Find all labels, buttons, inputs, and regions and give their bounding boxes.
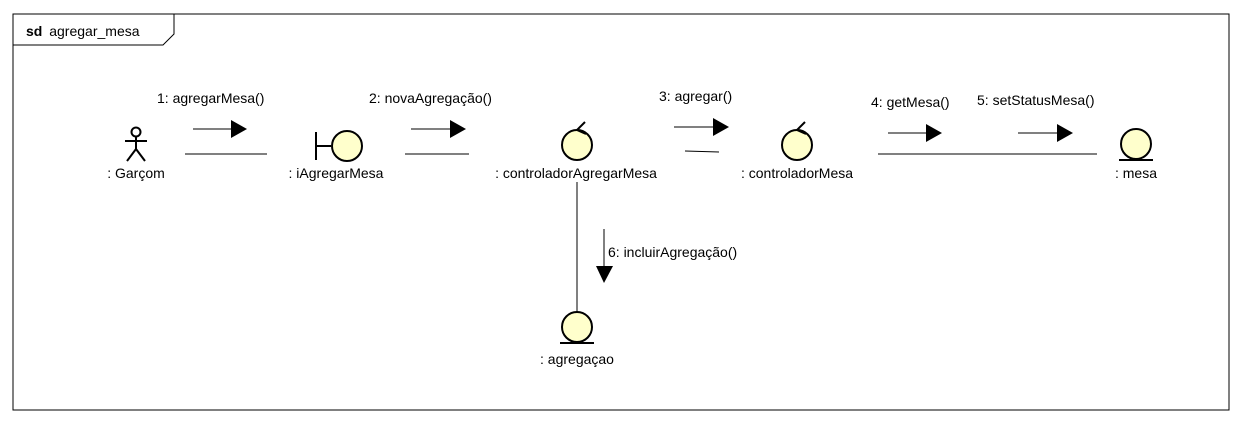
message-arrow-6 — [596, 229, 613, 283]
message-arrow-1 — [193, 120, 247, 138]
object-label-mesa: : mesa — [1115, 165, 1157, 181]
object-label-controlador-mesa: : controladorMesa — [741, 165, 853, 181]
diagram-frame — [12, 13, 1230, 411]
link-controlador-controladormesa — [684, 150, 720, 153]
message-arrow-3 — [674, 118, 729, 136]
message-arrow-4 — [888, 124, 942, 142]
message-arrow-5 — [1018, 124, 1073, 142]
object-label-agregacao: : agregaçao — [540, 351, 614, 367]
entity-icon — [560, 311, 594, 344]
entity-icon — [1119, 128, 1153, 161]
message-arrow-2 — [411, 120, 466, 138]
object-label-garcom: : Garçom — [107, 165, 165, 181]
boundary-icon — [315, 130, 363, 162]
message-label-2: 2: novaAgregação() — [369, 90, 492, 106]
object-label-controlador-agregar-mesa: : controladorAgregarMesa — [495, 165, 657, 181]
message-label-5: 5: setStatusMesa() — [977, 92, 1095, 108]
frame-tab — [13, 14, 175, 46]
frame-name: agregar_mesa — [49, 23, 139, 39]
object-label-iagregarmesa: : iAgregarMesa — [289, 165, 384, 181]
message-label-1: 1: agregarMesa() — [157, 90, 264, 106]
message-label-4: 4: getMesa() — [871, 94, 950, 110]
control-icon — [561, 121, 593, 161]
message-label-3: 3: agregar() — [659, 88, 732, 104]
frame-title: sd agregar_mesa — [26, 23, 140, 39]
frame-keyword: sd — [26, 23, 42, 39]
control-icon — [781, 121, 813, 161]
message-label-6: 6: incluirAgregação() — [608, 244, 737, 260]
actor-icon — [125, 126, 147, 162]
